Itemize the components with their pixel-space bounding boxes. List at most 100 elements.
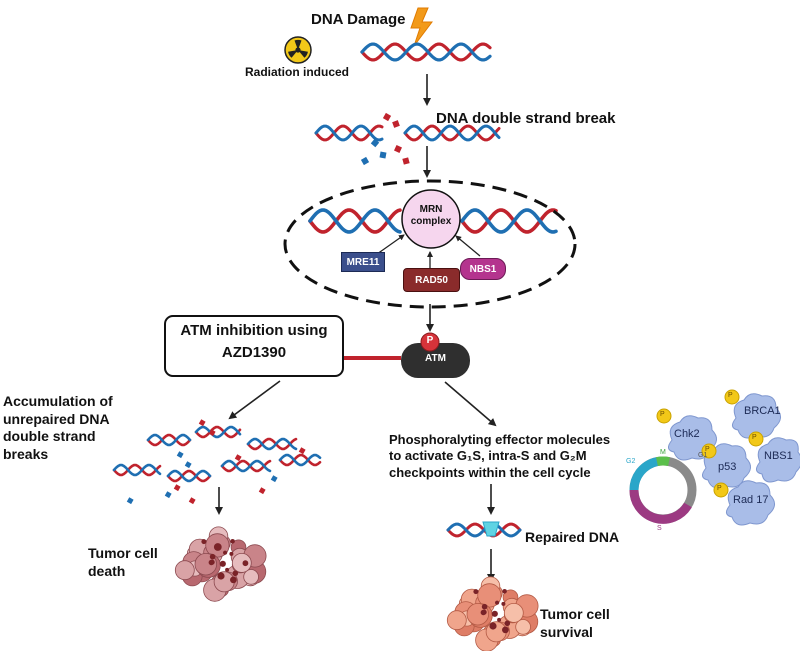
tumor-nucleus (209, 553, 216, 560)
dna-strand (220, 459, 272, 473)
mrn-complex-circle (401, 189, 461, 249)
atm-phospho-circle (420, 332, 440, 352)
tumor-nucleus (481, 603, 488, 610)
tumor-nucleus (502, 589, 507, 594)
dna-strand (194, 425, 242, 439)
atm-inhibition-line-2: AZD1390 (221, 344, 287, 361)
nbs1-phospho-label: P (752, 434, 757, 441)
lightning-icon (410, 7, 433, 47)
tumor-death-line-2: death (88, 562, 126, 579)
phosphorylating-line-2: to activate G₁S, intra-S and G₂M (389, 448, 587, 464)
dna-strand (166, 469, 212, 483)
tumor-nucleus (230, 539, 235, 544)
dna-strand (314, 124, 384, 142)
dna-strand (403, 124, 501, 142)
atm-inhibition-box (164, 315, 344, 377)
mre11-box: MRE11 (341, 252, 385, 272)
dna-strand (308, 208, 402, 234)
dna-debris (176, 451, 184, 459)
dsb-label: DNA double strand break (436, 110, 616, 127)
accumulation-line-1: Accumulation of (3, 393, 113, 409)
dna-strand (314, 124, 384, 142)
dna-strand (446, 522, 522, 538)
dna-debris (208, 429, 216, 437)
tumor-nucleus (230, 576, 237, 584)
tumor-cell (243, 569, 259, 585)
tumor-nucleus (229, 551, 234, 556)
dna-debris (126, 497, 134, 505)
tumor-nucleus (495, 600, 500, 605)
accumulation-line-2: unrepaired DNA (3, 410, 110, 427)
dna-strand (112, 463, 162, 477)
mrn-complex-line-1: MRN (419, 204, 443, 215)
cell-cycle-ring (629, 456, 697, 524)
tumor-nucleus (217, 572, 225, 580)
dna-fragment (112, 463, 162, 477)
dna-fragment (166, 469, 212, 483)
tumor-nucleus (242, 560, 249, 567)
tumor-survival-label: Tumor cell survival (540, 606, 610, 641)
nbs1-effector-blob (756, 437, 800, 483)
rad17-blob (726, 480, 775, 526)
dna-debris (164, 491, 172, 499)
rad17-label: Rad 17 (733, 494, 769, 506)
atm-inhibition-line-1: ATM inhibition using (180, 322, 328, 339)
brca1-label: BRCA1 (744, 405, 781, 417)
atm-protein (401, 343, 470, 378)
accumulation-line-3: double strand (3, 428, 96, 444)
dna-strand (146, 433, 192, 447)
dna-debris (298, 447, 306, 455)
dna-fragment (278, 453, 322, 467)
dna-strand (166, 469, 212, 483)
tumor-cell (477, 583, 502, 608)
tumor-survival-line-1: Tumor cell (540, 606, 610, 622)
tumor-nucleus (504, 620, 511, 627)
dna-debris (173, 484, 181, 492)
dna-helix-mrn-left (308, 208, 402, 234)
dna-fragment (146, 433, 192, 447)
chk2-phospho-label: P (660, 411, 665, 418)
dna-broken-right (403, 124, 501, 142)
brca1-phospho-label: P (728, 392, 733, 399)
radiation-icon (284, 36, 312, 64)
dna-debris (198, 419, 206, 427)
atm-inhibition-label: ATM inhibition using AZD1390 (164, 322, 344, 362)
dna-strand (112, 463, 162, 477)
nbs1-box: NBS1 (460, 258, 506, 280)
dna-debris (188, 497, 196, 505)
phase-s-label: S (657, 525, 662, 532)
phase-g1-label: G1 (698, 452, 708, 459)
tumor-cell (174, 560, 195, 581)
dna-strand (460, 208, 558, 234)
tumor-cell (503, 603, 524, 623)
mrn-complex-line-2: complex (410, 216, 452, 227)
tumor-nucleus (232, 570, 239, 577)
tumor-nucleus (497, 617, 502, 622)
repair-enzyme-icon (482, 521, 500, 537)
arrow-atm-to-accumulation (228, 380, 281, 420)
tumor-nucleus (223, 550, 228, 555)
phosphorylating-label: Phosphoralyting effector molecules to ac… (389, 432, 610, 481)
tumor-nucleus (208, 559, 214, 566)
phospho-nbs1 (748, 431, 764, 447)
accumulation-line-4: breaks (3, 445, 49, 462)
dna-helix-top (360, 42, 492, 62)
arrow-nbs1-to-mrn (455, 235, 481, 257)
phase-m-label: M (660, 449, 666, 456)
atm-phospho-label: P (426, 335, 434, 346)
phosphorylating-line-1: Phosphoralyting effector molecules (389, 432, 611, 447)
dna-strand (360, 42, 492, 62)
phospho-brca1 (724, 389, 740, 405)
phospho-p53 (701, 443, 717, 459)
dna-strand (246, 437, 298, 451)
dna-fragment (194, 425, 242, 439)
tumor-cell-survival-icon (446, 576, 539, 651)
tumor-nucleus (502, 626, 509, 634)
tumor-death-line-1: Tumor cell (88, 545, 158, 561)
effector-molecules (656, 389, 800, 526)
arrow-atm-to-effectors (444, 381, 497, 427)
p53-label: p53 (718, 461, 737, 473)
dna-strand (220, 459, 272, 473)
mrn-complex-label: MRN complex (401, 204, 461, 228)
